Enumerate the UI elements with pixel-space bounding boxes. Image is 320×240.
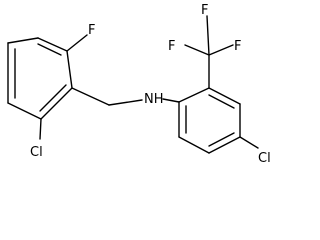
atom-label-cf3-fluorine-3: F [234,39,241,54]
double-bond-inner [39,84,67,112]
bond-to-fluorine [66,34,88,52]
bond-cf3-fluorine-1 [206,15,210,56]
double-bond-inner [37,43,62,56]
atom-label-fluorine: F [88,23,95,38]
bond-ch2-linker [71,87,110,106]
bond [7,37,39,44]
bond-to-chlorine-left [39,118,42,140]
bond [7,102,42,120]
double-bond-inner [208,94,235,109]
right-benzene-ring [178,87,241,154]
bond [37,37,68,52]
atom-label-amine: NH [144,92,164,107]
bond [66,50,73,89]
chemical-structure-diagram: F Cl NH F F F Cl [7,3,271,166]
bond-cf3-fluorine-3 [208,44,234,56]
atom-label-cf3-fluorine-1: F [201,3,208,18]
bond [178,87,210,103]
left-benzene-ring [7,37,73,120]
bond-cf3-fluorine-2 [184,44,210,56]
bond-nh-to-ring [162,98,180,103]
atom-label-chlorine-left: Cl [30,145,43,160]
double-bond-inner [208,132,235,147]
bond [178,136,210,154]
bond-to-chlorine-right [239,136,259,149]
bond [208,136,241,154]
bond [40,87,73,120]
bond-linker-to-nh [108,99,143,106]
atom-label-cf3-fluorine-2: F [168,39,175,54]
bond [208,87,241,105]
atom-label-chlorine-right: Cl [258,151,271,166]
